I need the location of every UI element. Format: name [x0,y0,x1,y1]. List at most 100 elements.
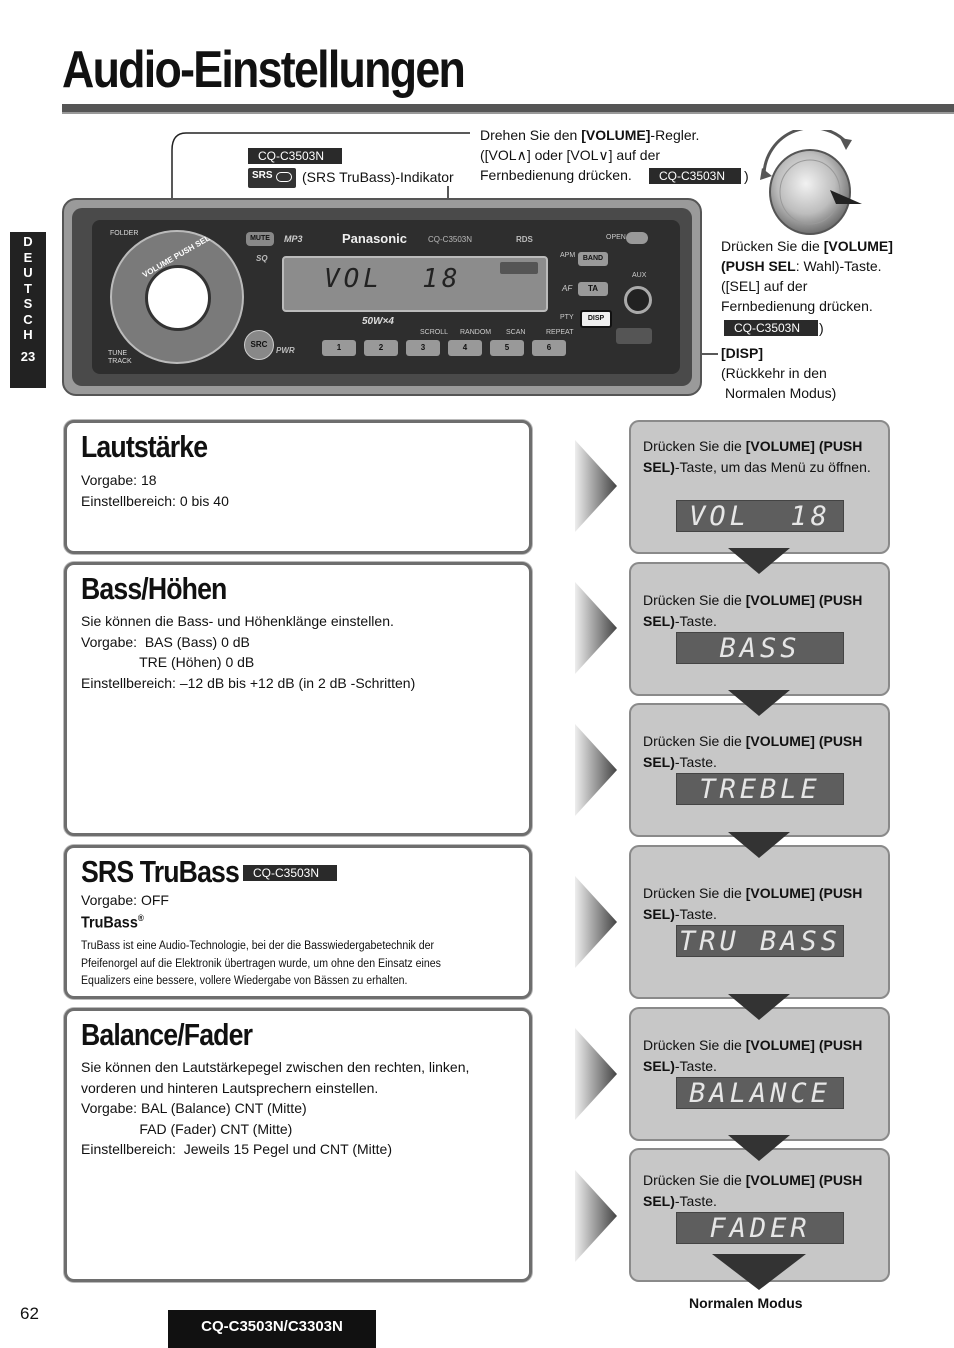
step-display-6: FADER [676,1212,844,1244]
disp-callout-line2: (Rückkehr in den [721,365,827,381]
step-arrow-5 [575,1028,617,1120]
step-text-5-bold: [VOLUME] (PUSH SEL) [643,1037,863,1074]
step-text-4-bold: [VOLUME] (PUSH SEL) [643,885,863,922]
down-arrow-5 [728,1135,790,1161]
step-text-2: Drücken Sie die [VOLUME] (PUSH SEL)-Tast… [643,590,888,631]
step-box-1: Drücken Sie die [VOLUME] (PUSH SEL)-Tast… [629,420,890,554]
disp-button[interactable]: DISP [580,310,612,328]
folder-label: FOLDER [110,230,139,237]
volume-knob[interactable] [110,230,244,364]
volume-callout-line2: ([VOL∧] oder [VOL∨] auf der [480,147,661,163]
srs-model-tag: CQ-C3503N [243,865,337,881]
down-arrow-2 [728,690,790,716]
section-text-balance-fader: Sie können den Lautstärkepegel zwischen … [81,1059,470,1157]
preset-label-scan: SCAN [506,329,526,336]
step-text-6-bold: [VOLUME] (PUSH SEL) [643,1172,863,1209]
section-bass-hoehen: Bass/Höhen Sie können die Bass- und Höhe… [64,562,532,836]
step-text-4-post: -Taste. [674,905,717,922]
srs-trubass-icon: SRS [248,168,296,188]
radio-display-text: VOL 18 [324,264,462,294]
volume-callout-line3: Fernbedienung drücken. [480,167,632,183]
push-callout-line1-bold: [VOLUME] [823,238,893,254]
step-text-5-pre: Drücken Sie die [643,1037,746,1053]
rds-logo: RDS [516,235,533,244]
volume-model-tag: CQ-C3503N [649,168,741,184]
step-text-6-pre: Drücken Sie die [643,1172,746,1188]
section-balance-fader: Balance/Fader Sie können den Lautstärkep… [64,1008,532,1282]
push-callout-line3: ([SEL] auf der [721,278,808,294]
step-text-3-post: -Taste. [674,753,717,770]
down-arrow-1 [728,548,790,574]
step-text-1-bold: [VOLUME] (PUSH SEL) [643,438,863,475]
step-arrow-6 [575,1170,617,1262]
open-button[interactable] [626,232,648,244]
preset-button-4[interactable]: 4 [448,340,482,356]
push-callout-line1-pre: Drücken Sie die [721,238,824,254]
step-text-6: Drücken Sie die [VOLUME] (PUSH SEL)-Tast… [643,1170,888,1211]
section-text-bass-hoehen: Sie können die Bass- und Höhenklänge ein… [81,613,416,691]
down-arrow-3 [728,832,790,858]
step-arrow-2 [575,582,617,674]
apm-label: APM [560,252,576,259]
volume-callout-line1-bold: [VOLUME] [581,127,651,143]
srs-indicator-label: (SRS TruBass)-Indikator [302,169,454,185]
section-title-bass-hoehen: Bass/Höhen [81,571,227,606]
trubass-subtitle-text: TruBass [81,914,138,932]
down-arrow-4 [728,994,790,1020]
step-arrow-4 [575,876,617,968]
radio-display: VOL 18 [282,256,548,312]
section-srs-trubass: SRS TruBass CQ-C3503N Vorgabe: OFF TruBa… [64,845,532,999]
src-button[interactable]: SRC [244,330,274,360]
step-text-4: Drücken Sie die [VOLUME] (PUSH SEL)-Tast… [643,883,888,924]
pty-label: PTY [560,314,574,321]
page-number: 62 [20,1304,39,1323]
preset-button-2[interactable]: 2 [364,340,398,356]
step-box-4: Drücken Sie die [VOLUME] (PUSH SEL)-Tast… [629,845,890,999]
disp-callout: [DISP] (Rückkehr in den Normalen Modus) [721,343,836,403]
footer-model-label: CQ-C3503N/C3303N [168,1310,376,1348]
step-text-3: Drücken Sie die [VOLUME] (PUSH SEL)-Tast… [643,731,888,772]
sq-label: SQ [256,254,268,263]
step-display-5: BALANCE [676,1077,844,1109]
volume-callout-line1-post: -Regler. [650,127,700,143]
preset-button-1[interactable]: 1 [322,340,356,356]
section-text-srs-trubass: Vorgabe: OFF [81,892,169,908]
mp3-logo: MP3 [284,234,303,244]
preset-label-scroll: SCROLL [420,329,449,336]
preset-label-repeat: REPEAT [546,329,574,336]
model-tag: CQ-C3503N [248,148,342,164]
band-button[interactable]: BAND [578,252,608,266]
preset-button-3[interactable]: 3 [406,340,440,356]
aux-jack[interactable] [624,286,652,314]
trubass-registered-mark: ® [137,913,144,923]
mute-button[interactable]: MUTE [246,232,274,246]
srs-badge-icon [616,328,652,344]
volume-callout-close: ) [744,168,749,184]
step-box-5: Drücken Sie die [VOLUME] (PUSH SEL)-Tast… [629,1007,890,1141]
ta-button[interactable]: TA [578,282,608,296]
step-text-3-bold: [VOLUME] (PUSH SEL) [643,733,863,770]
side-tab-letters: D E U T S C H [23,234,33,342]
step-display-4: TRU BASS [676,925,844,957]
step-arrow-1 [575,440,617,532]
disp-callout-line3: Normalen Modus) [725,385,837,401]
aux-label: AUX [632,272,647,279]
trubass-subtitle: TruBass® [81,913,144,932]
step-box-2: Drücken Sie die [VOLUME] (PUSH SEL)-Tast… [629,562,890,696]
language-side-tab: D E U T S C H 23 [10,232,46,388]
step-box-3: Drücken Sie die [VOLUME] (PUSH SEL)-Tast… [629,703,890,837]
step-text-5-post: -Taste. [674,1057,717,1074]
preset-button-5[interactable]: 5 [490,340,524,356]
push-callout-line2-post: : Wahl)-Taste. [795,258,882,274]
open-label: OPEN [606,234,626,241]
section-title-lautstaerke: Lautstärke [81,429,208,464]
preset-button-6[interactable]: 6 [532,340,566,356]
push-sel-callout: Drücken Sie die [VOLUME] (PUSH SEL: Wahl… [721,236,893,316]
section-title-balance-fader: Balance/Fader [81,1017,253,1052]
radio-model: CQ-C3503N [428,235,473,244]
power-label: 50W×4 [362,316,394,327]
step-text-2-post: -Taste. [674,612,717,629]
volume-knob-illustration [760,130,862,235]
down-arrow-final [712,1254,806,1290]
step-arrow-3 [575,724,617,816]
